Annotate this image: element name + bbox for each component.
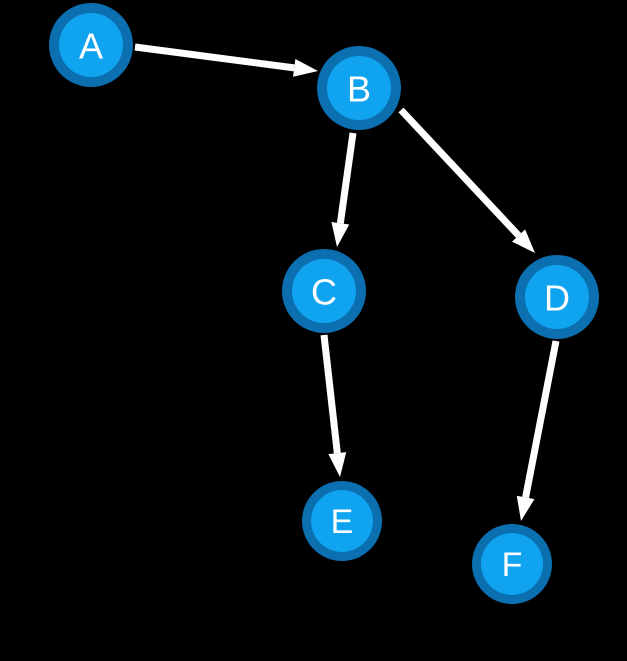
node-core [327,56,391,120]
arrowhead-icon [512,229,535,253]
node-core [59,13,123,77]
edge-shaft [134,43,295,72]
node-core [292,259,356,323]
node-core [525,265,589,329]
node-label: A [79,26,103,67]
node-label: B [347,69,371,110]
graph-node-f[interactable]: F [472,524,552,604]
edge-shaft [398,107,522,238]
graph-edge-b-d [398,107,535,253]
node-label: D [544,278,570,319]
edge-shaft [336,132,357,224]
graph-edge-a-b [134,43,318,77]
edges-layer [134,43,560,521]
graph-edge-d-f [516,340,560,521]
graph-node-b[interactable]: B [317,46,401,130]
node-label: E [331,503,354,541]
node-core [481,533,543,595]
node-label: F [502,546,523,584]
graph-node-a[interactable]: A [49,3,133,87]
graph-node-d[interactable]: D [515,255,599,339]
graph-edge-b-c [331,132,357,247]
graph-node-e[interactable]: E [302,481,382,561]
arrowhead-icon [516,495,535,521]
graph-edge-c-e [320,334,347,477]
nodes-layer: A B C D E F [49,3,599,604]
node-label: C [311,272,337,313]
edge-shaft [522,340,560,499]
graph-node-c[interactable]: C [282,249,366,333]
arrowhead-icon [331,221,350,247]
arrowhead-icon [293,58,318,77]
node-core [311,490,373,552]
arrowhead-icon [328,452,347,477]
edge-shaft [320,334,341,454]
